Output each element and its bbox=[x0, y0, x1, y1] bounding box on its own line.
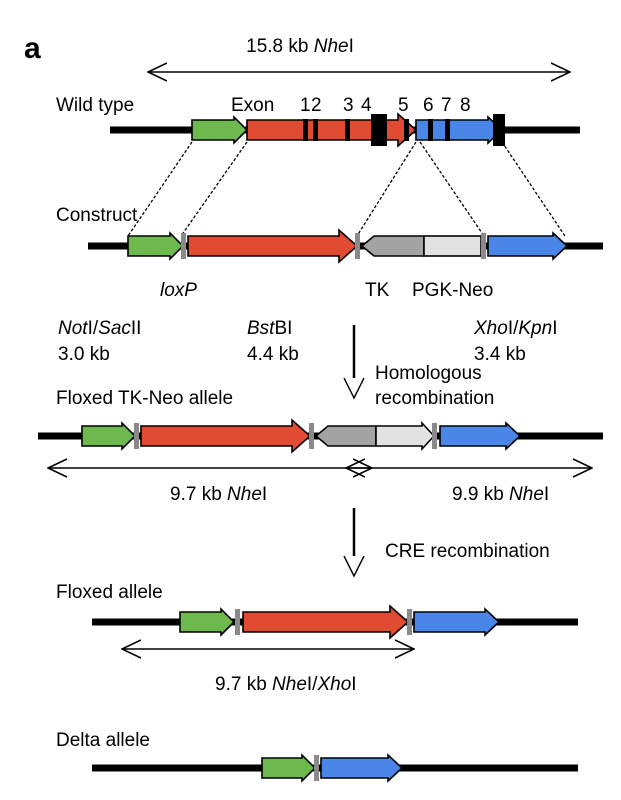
construct-red-arrow bbox=[187, 228, 359, 264]
panel-label: a bbox=[24, 32, 41, 65]
exon-box-8 bbox=[493, 114, 505, 146]
construct-label: Construct bbox=[56, 205, 138, 226]
delta-green-arrow bbox=[261, 753, 317, 783]
delta-allele-label: Delta allele bbox=[56, 730, 150, 751]
exon-number-5: 5 bbox=[398, 95, 409, 116]
pgk-neo-label: PGK-Neo bbox=[412, 280, 493, 301]
tk-neo-loxp-2 bbox=[309, 423, 314, 449]
construct-loxp-1 bbox=[181, 233, 186, 259]
exon-number-4: 4 bbox=[361, 95, 372, 116]
exon-number-3: 3 bbox=[343, 95, 354, 116]
exon-label: Exon bbox=[231, 95, 274, 116]
construct-neo-box bbox=[423, 235, 482, 257]
exon-box-3 bbox=[345, 119, 350, 141]
floxed-blue-arrow bbox=[413, 607, 501, 637]
cre-label: CRE recombination bbox=[385, 541, 550, 562]
exon-box-2 bbox=[313, 119, 318, 141]
delta-blue-arrow bbox=[320, 753, 404, 783]
site2-label: BstBI bbox=[247, 318, 292, 339]
homologous-label-2: recombination bbox=[375, 388, 494, 409]
tk-neo-neo-arrow bbox=[375, 420, 436, 452]
exon-box-6 bbox=[428, 119, 433, 141]
floxed-red-arrow bbox=[242, 604, 410, 640]
construct-green-arrow bbox=[127, 231, 185, 261]
construct-blue-arrow bbox=[487, 231, 569, 261]
site3-size: 3.4 kb bbox=[474, 344, 526, 365]
tk-neo-tk-arrow bbox=[314, 425, 377, 447]
construct-loxp-2 bbox=[355, 233, 360, 259]
exon-number-2: 2 bbox=[311, 95, 322, 116]
homologous-label-1: Homologous bbox=[375, 363, 482, 384]
exon-box-5 bbox=[404, 119, 409, 141]
tk-label: TK bbox=[365, 280, 390, 301]
site1-size: 3.0 kb bbox=[58, 344, 110, 365]
down-arrow-1-head bbox=[343, 377, 365, 400]
top-span-label: 15.8 kb NheI bbox=[246, 36, 354, 57]
wild-type-red-arrow bbox=[246, 112, 418, 148]
exon-number-6: 6 bbox=[423, 95, 434, 116]
tk-neo-blue-arrow bbox=[439, 421, 522, 451]
floxed-tk-neo-label: Floxed TK-Neo allele bbox=[56, 388, 233, 409]
site1-label: NotI/SacII bbox=[58, 318, 141, 339]
tk-neo-green-arrow bbox=[81, 421, 137, 451]
homology-lines bbox=[127, 141, 566, 237]
floxed-loxp-2 bbox=[407, 609, 412, 635]
span-99-label: 9.9 kb NheI bbox=[452, 484, 549, 505]
exon-box-7 bbox=[445, 119, 450, 141]
wild-type-label: Wild type bbox=[56, 95, 134, 116]
floxed-loxp-1 bbox=[235, 609, 240, 635]
floxed-green-arrow bbox=[179, 607, 236, 637]
exon-number-1: 1 bbox=[300, 95, 311, 116]
exon-box-1 bbox=[303, 119, 308, 141]
exon-box-4 bbox=[371, 114, 387, 146]
site2-size: 4.4 kb bbox=[247, 344, 299, 365]
construct-loxp-3 bbox=[481, 233, 486, 259]
down-arrow-2-head bbox=[343, 555, 365, 578]
wild-type-green-arrow bbox=[191, 115, 249, 145]
tk-neo-loxp-3 bbox=[432, 423, 437, 449]
exon-number-7: 7 bbox=[441, 95, 452, 116]
construct-tk-arrow bbox=[360, 235, 425, 257]
span-97-label: 9.7 kb NheI bbox=[170, 484, 267, 505]
span-97-nx-label: 9.7 kb NheI/XhoI bbox=[215, 674, 357, 695]
floxed-allele-label: Floxed allele bbox=[56, 582, 163, 603]
loxp-label: loxP bbox=[160, 280, 197, 301]
delta-loxp bbox=[314, 755, 319, 781]
exon-number-8: 8 bbox=[460, 95, 471, 116]
tk-neo-loxp-1 bbox=[134, 423, 139, 449]
tk-neo-red-arrow bbox=[140, 418, 312, 454]
site3-label: XhoI/KpnI bbox=[473, 318, 557, 339]
